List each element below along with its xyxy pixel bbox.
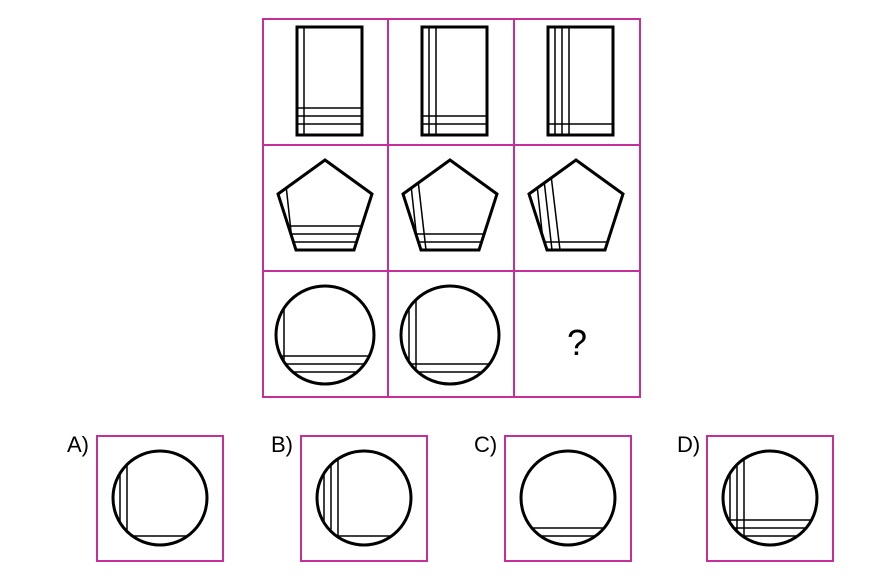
circle-figure bbox=[399, 284, 501, 386]
question-mark: ? bbox=[567, 322, 587, 363]
option-box-a[interactable] bbox=[96, 435, 224, 562]
option-label-a: A) bbox=[67, 432, 89, 457]
rectangle-figure bbox=[546, 25, 615, 137]
pentagon-figure bbox=[527, 158, 625, 252]
option-label-d: D) bbox=[677, 432, 701, 457]
option-label-c: C) bbox=[474, 432, 498, 457]
matrix-grid bbox=[262, 18, 641, 398]
option-box-c[interactable] bbox=[504, 435, 632, 562]
option-label-b: B) bbox=[271, 432, 293, 457]
option-box-d[interactable] bbox=[706, 435, 834, 562]
rectangle-figure bbox=[420, 25, 489, 137]
circle-figure bbox=[274, 284, 376, 386]
rectangle-figure bbox=[295, 25, 364, 137]
pentagon-figure bbox=[276, 158, 374, 252]
pentagon-figure bbox=[401, 158, 499, 252]
option-box-b[interactable] bbox=[300, 435, 428, 562]
